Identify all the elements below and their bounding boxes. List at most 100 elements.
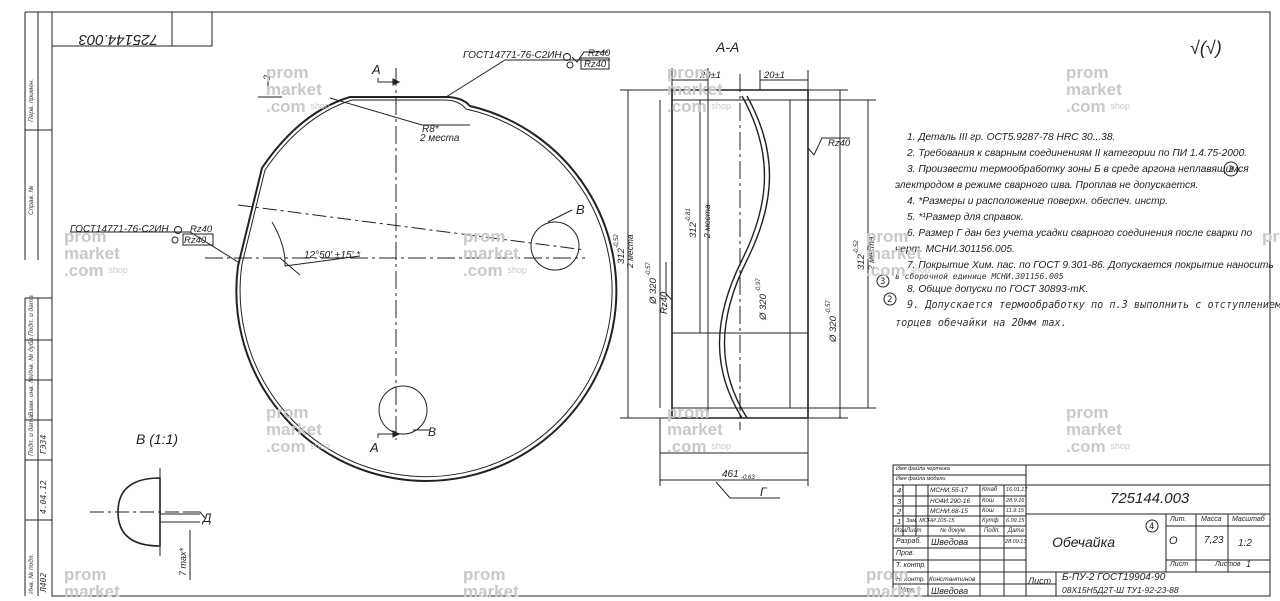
- dim-dia-c-tol: -0,57: [826, 300, 832, 314]
- rev-row-4-num: 4: [897, 486, 902, 495]
- weld-spec-top: ГОСТ14771-76-С2ИН: [463, 50, 562, 61]
- note-6b: черт. МСНИ.301156.005.: [895, 244, 1015, 255]
- col-doc: № докум.: [940, 528, 967, 534]
- strip-hand-1: Л402: [39, 573, 48, 593]
- note-1: 1. Деталь III гр. ОСТ5.9287-78 HRC 30...…: [907, 132, 1116, 143]
- note-3a: 3. Произвести термообработку зоны Б в ср…: [907, 164, 1249, 175]
- angle-label: 12°50' ±15' *: [304, 250, 361, 261]
- rz-top-2: Rz40: [584, 59, 607, 70]
- strip-inv-orig: Инв. № подл.: [27, 553, 35, 594]
- note-3b: электродом в режиме сварного шва. Пропла…: [895, 180, 1199, 191]
- note-5: 5. *¹Размер для справок.: [907, 212, 1024, 223]
- lit-value: О: [1169, 535, 1178, 547]
- strip-inv-dup: Инв. № дубл.: [27, 336, 35, 376]
- dim-20-right: 20±1: [763, 70, 785, 81]
- strip-first-use: Перв. примен.: [28, 79, 35, 122]
- radius-label: R8*: [422, 124, 440, 135]
- dim-312-b-tol: -0,81: [686, 208, 692, 222]
- list-label: Лист: [1028, 576, 1052, 586]
- places-label-4: 2 места: [866, 236, 876, 271]
- note-9b: торцев обечайки на 20мм max.: [895, 318, 1067, 329]
- role-tkontr: Т. контр.: [896, 562, 927, 569]
- places-label-1: 2 места: [419, 133, 460, 144]
- weld-spec-left: ГОСТ14771-76-С2ИН: [70, 224, 169, 235]
- rz-top-1: Rz40: [588, 48, 611, 59]
- strip-hand-3: ГЭЗ4: [39, 435, 48, 454]
- places-label-2: 2 места: [625, 234, 635, 269]
- note-circle-2b: 2: [887, 295, 892, 305]
- detail-view-label: В (1:1): [136, 431, 178, 447]
- rev-row-2-date: 11.9.15: [1006, 508, 1024, 514]
- role-nkontr: Н. контр.: [896, 576, 926, 583]
- places-label-3: 2 места: [702, 204, 712, 239]
- rz-section-left: Rz40: [659, 291, 670, 314]
- strip-ref-no: Справ. №: [28, 185, 35, 215]
- rev-row-1-date: 6.09.15: [1006, 518, 1025, 524]
- mass-header: Масса: [1201, 516, 1222, 523]
- shell-outline: [235, 96, 618, 482]
- rz-section: Rz40: [828, 138, 851, 149]
- rz-left-2: Rz40: [184, 235, 207, 246]
- section-label: А-А: [715, 39, 739, 55]
- lit-header: Лит.: [1170, 516, 1187, 523]
- watermark: prom: [1262, 227, 1280, 246]
- strip-sign-date-2: Подп. и дата: [27, 415, 35, 456]
- role-utv: Утв.: [900, 587, 916, 594]
- note-circle-3: 3: [880, 277, 885, 287]
- detail-marker-bottom: В: [428, 425, 436, 439]
- person-nkontr: Константинов: [929, 576, 976, 583]
- role-prov: Пров.: [896, 550, 915, 557]
- note-circle-2a: 2: [1228, 165, 1233, 175]
- note-7b: в сборочной единице МСНИ.301156.005: [895, 272, 1064, 281]
- note-4: 4. *Размеры и расположение поверхн. обес…: [907, 196, 1169, 207]
- drawing-frame: [51, 11, 1271, 597]
- detail-7max: 7 max*: [178, 547, 188, 576]
- mirrored-number: 725144.003: [78, 31, 158, 48]
- note-6a: 6. Размер Г дан без учета усадки сварног…: [907, 228, 1253, 239]
- file-drawing: Имя файла чертежа: [896, 466, 950, 472]
- roughness-symbol: √(√): [1190, 38, 1222, 58]
- cut-marker-bottom: А: [369, 440, 379, 455]
- dim-312-c: 312: [856, 253, 867, 270]
- material-line1: Б-ПУ-2 ГОСТ19904-90: [1062, 572, 1166, 583]
- title-block: [892, 464, 1271, 597]
- dim-461: 461: [722, 469, 739, 480]
- detail-d: Д: [201, 511, 212, 525]
- mass-value: 7,23: [1204, 535, 1224, 546]
- scale-value: 1:2: [1238, 538, 1252, 549]
- dim-461-tol: -0,63: [741, 475, 755, 481]
- detail-circle-b: [530, 221, 580, 271]
- rev-row-2-doc: МСНИ.68-15: [930, 508, 968, 515]
- file-model: Имя файла модели: [896, 476, 946, 482]
- sheet-label: Лист: [1170, 561, 1189, 568]
- side-strip: Перв. примен. Справ. № Подп. и дата Инв.…: [27, 79, 48, 594]
- note-8: 8. Общие допуски по ГОСТ 30893-mK.: [907, 284, 1089, 295]
- rev-row-4-doc: МСНИ.55-17: [930, 487, 968, 494]
- material-line2: 08Х15Н5Д2Т-Ш ТУ1-92-23-88: [1062, 585, 1179, 595]
- doc-number: 725144.003: [1110, 490, 1190, 507]
- rev-row-1-num: 1: [897, 517, 902, 526]
- rev-row-4-date: 16.01.17: [1006, 487, 1028, 493]
- dim-312-b: 312: [688, 221, 699, 238]
- sheets-label: Листов: [1215, 561, 1241, 568]
- note-circle-4: 4: [1149, 522, 1154, 532]
- razrab-date: 28.09.13: [1005, 539, 1027, 545]
- dim-g: Г: [760, 485, 768, 499]
- dim-312-a: 312: [616, 247, 627, 264]
- dim-dia-b-tol: -0,97: [756, 278, 762, 292]
- col-list: Лист: [906, 528, 922, 534]
- dim-dia-b: Ø 320: [758, 293, 769, 321]
- dim-dia-a-tol: -0,57: [646, 262, 652, 276]
- person-razrab: Шведова: [931, 537, 969, 547]
- dim-dia-a: Ø 320: [648, 277, 659, 305]
